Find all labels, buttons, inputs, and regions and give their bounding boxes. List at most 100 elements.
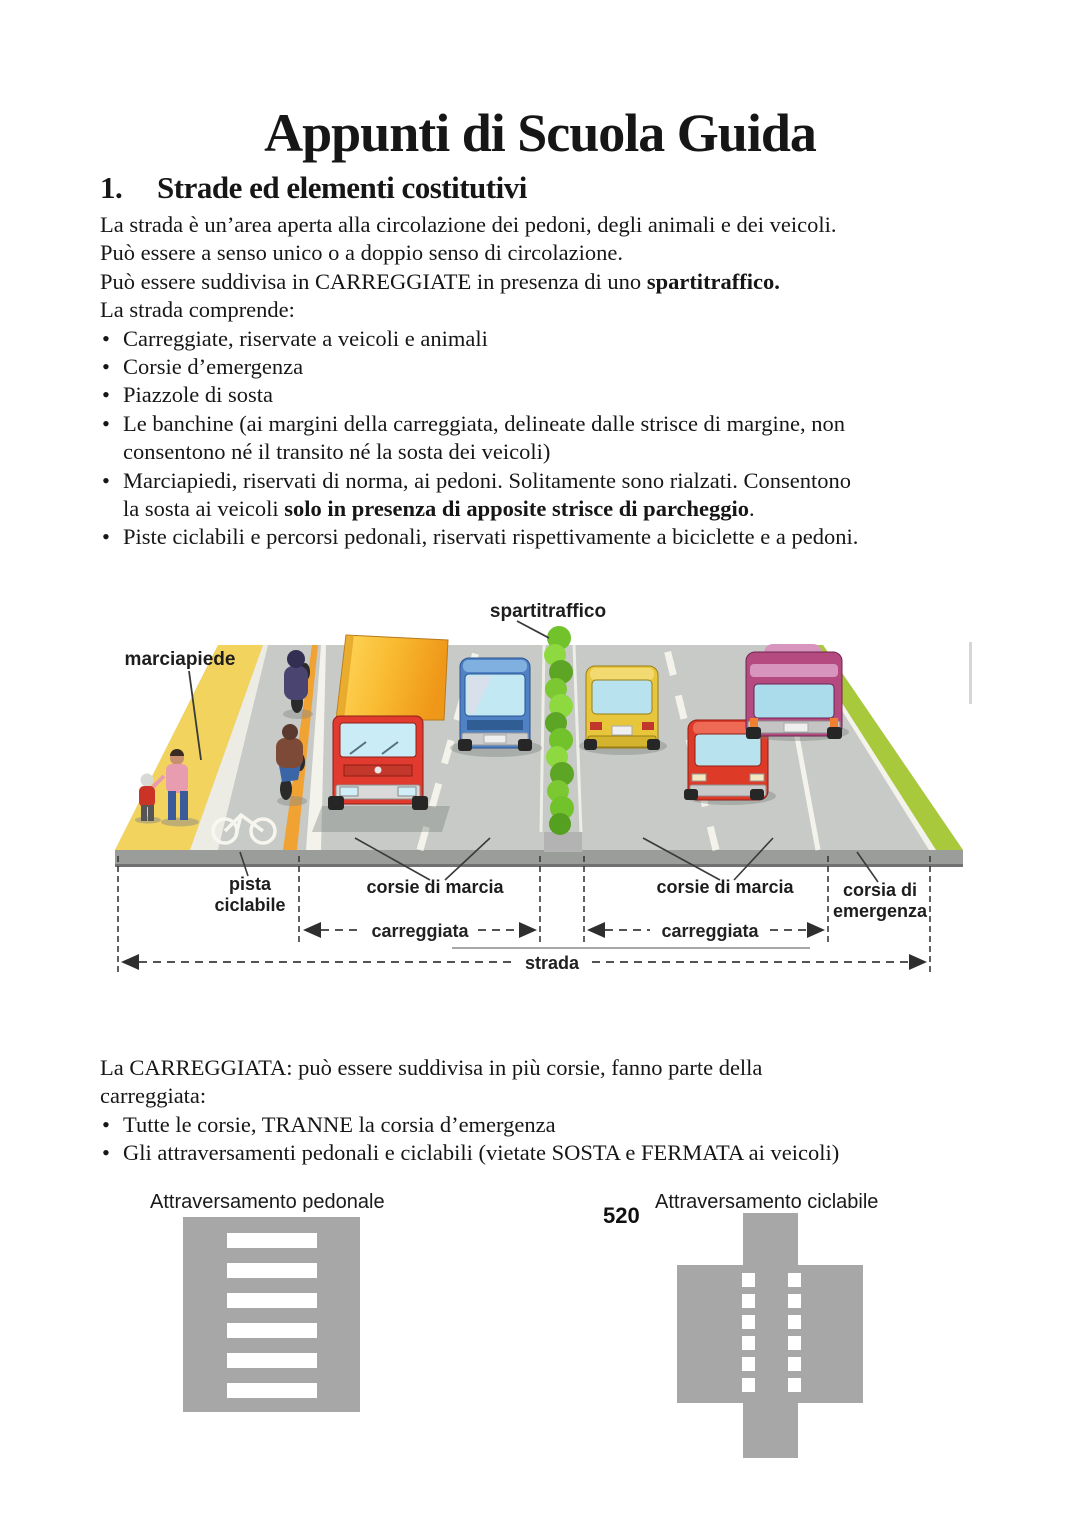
bold-text-run: spartitraffico. [646, 268, 780, 294]
label-emergenza: emergenza [833, 901, 928, 921]
text-run: la sosta ai veicoli [123, 496, 285, 522]
crossing-road-top [743, 1213, 798, 1269]
svg-text:strada: strada [525, 953, 580, 973]
list-item-text: Piste ciclabili e percorsi pedonali, ris… [123, 524, 859, 550]
crossing-road-bottom [743, 1401, 798, 1458]
list-item: • Gli attraversamenti pedonali e ciclabil… [100, 1139, 1030, 1167]
pointer-line [188, 670, 202, 761]
zebra-stripe [227, 1353, 317, 1368]
crossing-mark [788, 1357, 801, 1371]
page-number: 520 [603, 1203, 640, 1228]
paragraph-line: Può essere a senso unico o a doppio sens… [100, 240, 623, 266]
bicycle-crossing-diagram [677, 1213, 863, 1458]
bullet-marker: • [102, 1111, 110, 1137]
crossing-mark [788, 1294, 801, 1308]
median-hedge [544, 626, 574, 835]
strada-arrow: strada [121, 951, 927, 976]
bullet-marker: • [102, 354, 110, 380]
crossing-mark [788, 1336, 801, 1350]
red-car [684, 719, 776, 805]
text-run: . [749, 496, 755, 522]
paragraph-line: carreggiata: [100, 1083, 207, 1109]
list-item-text: Gli attraversamenti pedonali e ciclabili… [123, 1140, 840, 1166]
label-ciclabile: ciclabile [214, 895, 285, 915]
bullet-marker: • [102, 382, 110, 408]
list-item: • Marciapiedi, riservati di norma, ai ped… [100, 467, 1030, 495]
zebra-stripe [227, 1263, 317, 1278]
crossing-mark [742, 1378, 755, 1392]
list-item-text: Tutte le corsie, TRANNE la corsia d’emer… [123, 1111, 556, 1137]
crossing-mark [742, 1294, 755, 1308]
svg-text:carreggiata: carreggiata [371, 921, 469, 941]
zebra-stripe [227, 1383, 317, 1398]
paragraph-line: Può essere suddivisa in CARREGGIATE in p… [100, 268, 1030, 296]
pointer-lines [239, 837, 879, 883]
list-item: • Corsie d’emergenza [100, 353, 1030, 381]
carreggiata-arrow-left: carreggiata [303, 919, 537, 944]
zebra-stripe [227, 1323, 317, 1338]
list-item: • Tutte le corsie, TRANNE la corsia d’eme… [100, 1111, 1030, 1139]
purple-van [745, 644, 849, 741]
green-verge [805, 645, 963, 850]
label-corsie-left: corsie di marcia [366, 877, 504, 897]
label-corsia-di: corsia di [843, 880, 917, 900]
median-edge-left [539, 644, 546, 833]
list-item-text: Marciapiedi, riservati di norma, ai pedo… [123, 467, 851, 493]
bullet-marker: • [102, 325, 110, 351]
motorcyclist [283, 650, 313, 719]
list-item-text: Corsie d’emergenza [123, 354, 304, 380]
curb-strip [190, 645, 268, 850]
text-run: Può essere suddivisa in CARREGGIATE in p… [100, 268, 647, 294]
crossing-mark [742, 1336, 755, 1350]
list-item: • Piazzole di sosta [100, 381, 1030, 409]
section-title: Strade ed elementi costitutivi [157, 170, 527, 205]
bike-lane-symbol [211, 812, 277, 845]
crossing-mark [788, 1273, 801, 1287]
crossing-mark [742, 1315, 755, 1329]
dashed-lane-line-left [416, 644, 482, 851]
label-spartitraffico: spartitraffico [490, 601, 606, 622]
section-number: 1. [100, 170, 123, 205]
list-item: • Piste ciclabili e percorsi pedonali, ri… [100, 523, 1030, 551]
zebra-stripe [227, 1293, 317, 1308]
bold-text-run: solo in presenza di apposite strisce di … [284, 496, 750, 522]
crossing-mark [788, 1378, 801, 1392]
svg-text:carreggiata: carreggiata [661, 921, 759, 941]
list-item-text: Piazzole di sosta [123, 382, 273, 408]
dimension-ticks [117, 856, 931, 976]
label-marciapiede: marciapiede [125, 649, 236, 670]
pointer-line [516, 620, 550, 639]
paragraph-line: La strada comprende: [100, 297, 295, 323]
list-item: •Carreggiate, riservate a veicoli e anim… [100, 325, 1030, 353]
list-item-continuation: consentono né il transito né la sosta de… [123, 439, 551, 465]
paragraph-line: La strada è un’area aperta alla circolaz… [100, 212, 837, 237]
intro-text-block: La strada è un’area aperta alla circolaz… [100, 211, 1030, 552]
list-item-continuation: la sosta ai veicoli solo in presenza di … [100, 495, 1030, 523]
pedestrian-crossing-label: Attraversamento pedonale [150, 1191, 385, 1213]
bicycle-crossing-label: Attraversamento ciclabile [655, 1191, 879, 1213]
list-item: •Le banchine (ai margini della carreggia… [100, 410, 1030, 438]
bullet-marker: • [102, 524, 110, 550]
carreggiata-text-block: La CARREGGIATA: può essere suddivisa in … [100, 1054, 1030, 1168]
label-corsie-right: corsie di marcia [656, 877, 794, 897]
list-item-text: Le banchine (ai margini della carreggiat… [123, 410, 845, 436]
edge-line [306, 645, 326, 850]
crossing-mark [742, 1273, 755, 1287]
road-elements-illustration: spartitraffico marciapiede pista ciclabi… [115, 601, 972, 976]
paragraph-line: La CARREGGIATA: può essere suddivisa in … [100, 1055, 763, 1080]
crossing-body [677, 1265, 863, 1403]
label-pista: pista [229, 874, 272, 894]
page-title: Appunti di Scuola Guida [264, 103, 817, 163]
blue-van [450, 657, 542, 757]
bullet-marker: • [102, 467, 110, 493]
crossing-mark [788, 1315, 801, 1329]
pedestrian-crossing-diagram [183, 1217, 360, 1412]
crossing-mark [742, 1357, 755, 1371]
median-edge-right [572, 644, 583, 833]
bullet-marker: • [102, 1140, 110, 1166]
section-heading: 1. Strade ed elementi costitutivi [100, 170, 527, 206]
cyclist [276, 724, 307, 806]
zebra-stripe [227, 1233, 317, 1248]
road-front-edge [115, 864, 963, 867]
